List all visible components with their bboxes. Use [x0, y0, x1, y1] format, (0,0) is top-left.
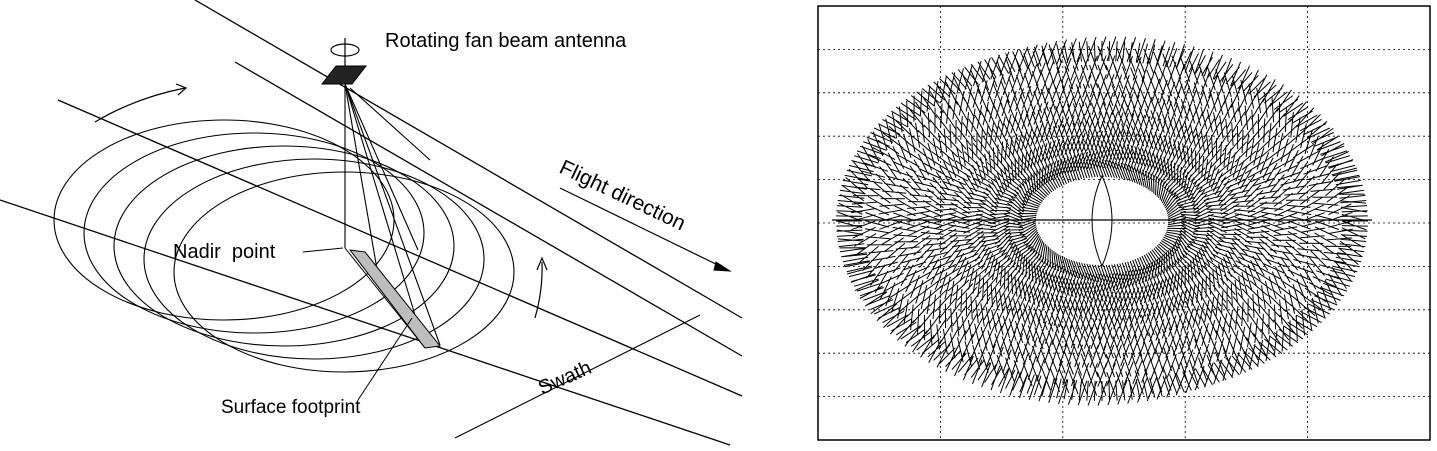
swath-edge-inner-top — [234, 61, 743, 357]
rotation-arrow-head-top — [175, 83, 188, 96]
scan-ellipses — [53, 119, 515, 373]
fan-beam-edge-4 — [344, 83, 419, 251]
nadir-point-label: Nadir point — [173, 241, 276, 263]
fan-beam-edge-3 — [344, 83, 379, 276]
scan-ellipse — [83, 132, 425, 334]
surface-footprint-label: Surface footprint — [221, 397, 361, 418]
antenna-icon — [320, 65, 368, 85]
surface-footprint-shape — [348, 249, 441, 349]
swath-edge-bottom — [0, 199, 731, 446]
fan-beam-edge-1 — [344, 83, 426, 349]
nadir-to-footprint — [344, 247, 426, 349]
vector-field — [836, 36, 1368, 406]
scatterometer-geometry-diagram — [0, 0, 743, 446]
nadir-gap — [1091, 174, 1113, 268]
beam-to-top-track — [349, 87, 431, 161]
scan-ellipse — [113, 145, 455, 347]
ground-track-line — [57, 99, 743, 397]
swath-dimension-line — [454, 314, 701, 439]
swath-edge-top — [194, 0, 743, 319]
wind-vectors — [836, 36, 1368, 406]
rotation-arc-top — [94, 87, 186, 123]
footprint-leader — [357, 317, 413, 401]
scan-ellipse — [143, 158, 485, 360]
flight-direction-arrow — [559, 187, 729, 271]
scan-ellipse — [173, 171, 515, 373]
antenna-label: Rotating fan beam antenna — [385, 30, 627, 52]
flight-direction-arrow-head — [713, 261, 732, 272]
swath-label: Swath — [535, 357, 595, 400]
nadir-leader — [302, 247, 344, 253]
rotation-arrow-head-right — [536, 256, 548, 271]
fan-beam-edge-2 — [344, 83, 441, 346]
scan-ellipse — [53, 119, 395, 321]
rotation-arc-right — [534, 261, 543, 319]
wind-vector-plot — [817, 5, 1431, 441]
